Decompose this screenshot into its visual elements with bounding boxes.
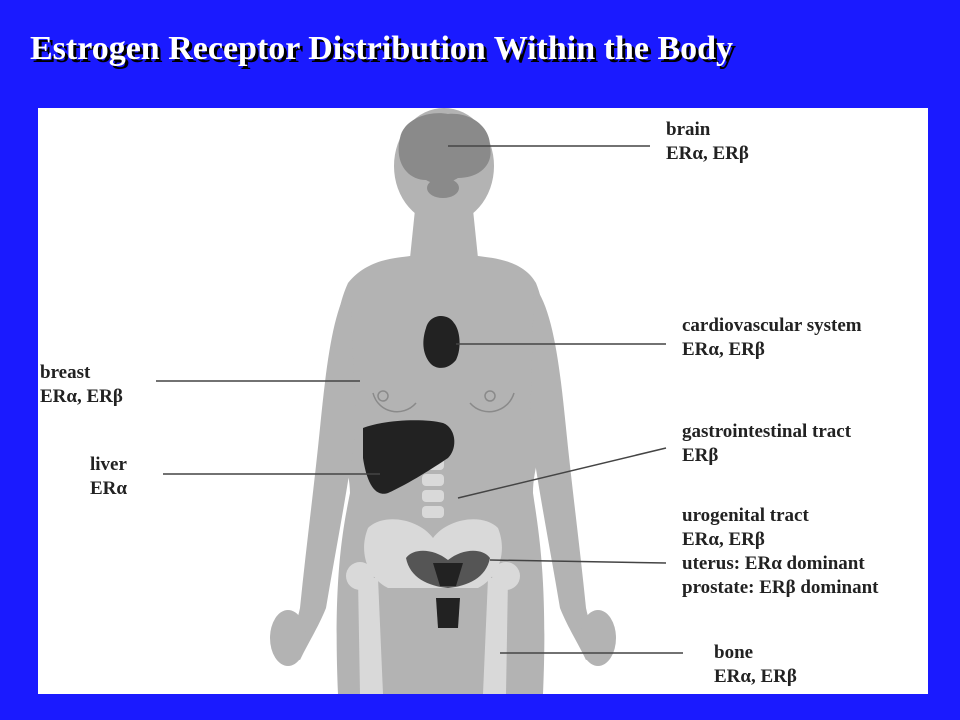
label-gastrointestinal-name: gastrointestinal tract	[682, 421, 852, 442]
label-breast-name: breast	[40, 362, 91, 383]
label-cardiovascular-name: cardiovascular system	[682, 315, 862, 336]
urogenital-organs	[406, 550, 490, 628]
label-uterus: uterus: ERα dominant	[682, 553, 865, 574]
cerebellum	[427, 178, 459, 198]
label-brain-receptors: ERα, ERβ	[666, 143, 749, 164]
label-urogenital: urogenital tract ERα, ERβ uterus: ERα do…	[682, 504, 879, 600]
body-illustration	[156, 108, 683, 694]
label-urogenital-receptors: ERα, ERβ	[682, 529, 765, 550]
label-liver: liver ERα	[90, 453, 127, 501]
label-breast: breast ERα, ERβ	[40, 361, 123, 409]
label-brain-name: brain	[666, 119, 711, 140]
breast-outline	[372, 390, 515, 413]
label-prostate: prostate: ERβ dominant	[682, 577, 879, 598]
label-bone-receptors: ERα, ERβ	[714, 666, 797, 687]
label-breast-receptors: ERα, ERβ	[40, 386, 123, 407]
heart-organ	[423, 316, 460, 368]
label-bone: bone ERα, ERβ	[714, 641, 797, 689]
label-urogenital-name: urogenital tract	[682, 505, 809, 526]
label-liver-name: liver	[90, 454, 127, 475]
label-gastrointestinal-receptors: ERβ	[682, 445, 719, 466]
diagram-panel: brain ERα, ERβ cardiovascular system ERα…	[38, 108, 928, 694]
label-brain: brain ERα, ERβ	[666, 118, 749, 166]
label-cardiovascular: cardiovascular system ERα, ERβ	[682, 314, 862, 362]
brain-organ	[398, 113, 491, 184]
label-liver-receptors: ERα	[90, 478, 127, 499]
label-gastrointestinal: gastrointestinal tract ERβ	[682, 420, 851, 468]
slide-title: Estrogen Receptor Distribution Within th…	[30, 30, 734, 67]
label-cardiovascular-receptors: ERα, ERβ	[682, 339, 765, 360]
liver-organ	[363, 420, 455, 494]
leader-lines	[156, 145, 683, 654]
label-bone-name: bone	[714, 642, 754, 663]
